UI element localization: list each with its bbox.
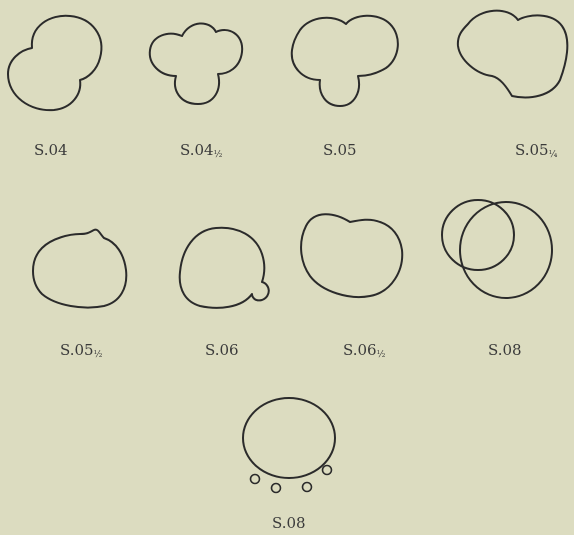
bud xyxy=(323,466,332,475)
figure-s08-pair: S.08 xyxy=(442,200,552,359)
figure-s05-quarter: S.05¼ xyxy=(458,11,567,160)
figure-s06-half: S.06½ xyxy=(301,214,402,360)
figure-label: S.08 xyxy=(272,514,306,532)
cell-outline xyxy=(180,228,269,308)
figure-label: S.05¼ xyxy=(515,141,558,160)
bud xyxy=(272,484,281,493)
figure-label: S.04 xyxy=(34,141,68,159)
figure-label: S.05 xyxy=(323,141,357,159)
figure-s06: S.06 xyxy=(180,228,269,359)
figure-label: S.04½ xyxy=(180,141,223,160)
cell-outline xyxy=(243,398,335,478)
cell-outline xyxy=(301,214,402,297)
figure-s05-half: S.05½ xyxy=(33,230,126,360)
cell-outline xyxy=(150,23,242,104)
figure-s08-buds: S.08 xyxy=(243,398,335,532)
cell-outline xyxy=(458,11,567,98)
cell-outline xyxy=(292,16,398,106)
figure-label: S.06½ xyxy=(343,341,386,360)
figure-s04: S.04 xyxy=(8,16,101,159)
bud xyxy=(303,483,312,492)
figure-label: S.08 xyxy=(488,341,522,359)
figure-label: S.06 xyxy=(205,341,239,359)
cell-outline xyxy=(442,200,514,270)
figure-label: S.05½ xyxy=(60,341,103,360)
figure-s05: S.05 xyxy=(292,16,398,159)
figure-s04-half: S.04½ xyxy=(150,23,242,160)
bud xyxy=(251,475,260,484)
cell-outline xyxy=(33,230,126,308)
cell-outline xyxy=(460,202,552,298)
cell-outline xyxy=(8,16,101,110)
